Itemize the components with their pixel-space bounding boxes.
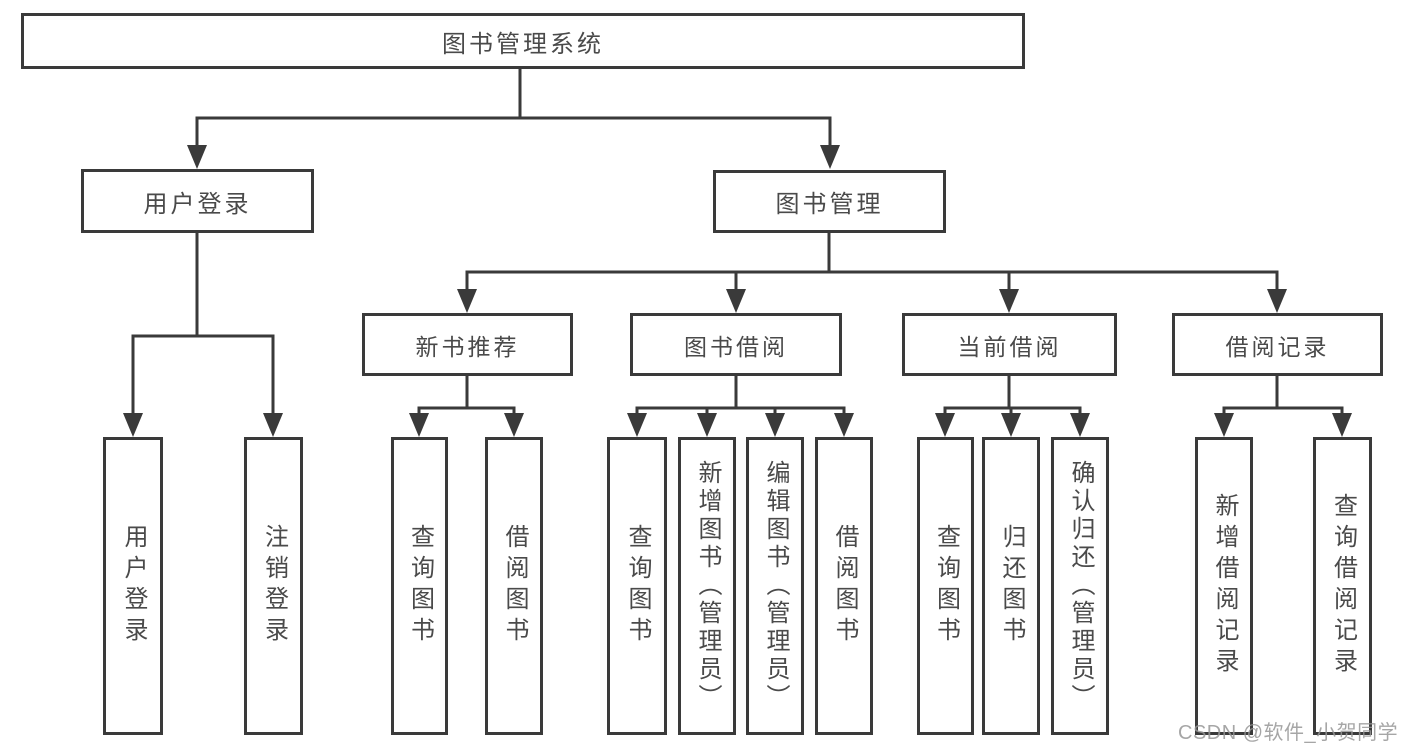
node-borrow-records: 借阅记录 — [1172, 313, 1383, 376]
node-label: 用户登录 — [143, 190, 252, 218]
connector-new-book-recommend — [409, 376, 524, 437]
leaf-label: 查询图书 — [624, 524, 651, 648]
node-label: 借阅记录 — [1225, 333, 1330, 360]
leaf-query-books-recommend: 查询图书 — [391, 437, 448, 735]
leaf-label: 用户登录 — [120, 524, 147, 648]
node-current-borrow: 当前借阅 — [902, 313, 1117, 376]
leaf-label: 查询图书 — [406, 524, 434, 648]
leaf-return-books: 归还图书 — [982, 437, 1040, 735]
node-label: 当前借阅 — [957, 333, 1062, 360]
leaf-label: 归还图书 — [998, 524, 1025, 648]
leaf-query-books-current: 查询图书 — [917, 437, 974, 735]
node-book-management: 图书管理 — [713, 170, 946, 233]
arrow-head — [765, 413, 785, 437]
arrow-head — [263, 413, 283, 437]
leaf-add-books-admin: 新增图书（管理员） — [678, 437, 736, 735]
leaf-query-borrow-record: 查询借阅记录 — [1313, 437, 1372, 735]
arrow-head — [834, 413, 854, 437]
arrow-head — [1001, 413, 1021, 437]
node-book-borrow: 图书借阅 — [630, 313, 842, 376]
arrow-head — [1332, 413, 1352, 437]
node-library-system: 图书管理系统 — [21, 13, 1025, 69]
arrow-head — [187, 145, 207, 169]
arrow-head — [1214, 413, 1234, 437]
arrow-head — [820, 145, 840, 169]
leaf-label: 新增借阅记录 — [1211, 493, 1238, 679]
leaf-label: 查询图书 — [932, 524, 960, 648]
arrow-head — [935, 413, 955, 437]
leaf-label: 查询借阅记录 — [1329, 493, 1357, 679]
connector-book-management — [457, 233, 1287, 313]
arrow-head — [457, 289, 477, 313]
leaf-query-books-borrow: 查询图书 — [607, 437, 667, 735]
arrow-head — [1267, 289, 1287, 313]
node-new-book-recommend: 新书推荐 — [362, 313, 573, 376]
node-label: 图书管理 — [775, 191, 884, 218]
arrow-head — [726, 289, 746, 313]
leaf-label: 借阅图书 — [501, 524, 528, 648]
leaf-edit-books-admin: 编辑图书（管理员） — [746, 437, 804, 735]
csdn-watermark: CSDN @软件_小贺同学 — [1178, 722, 1399, 744]
connector-root — [187, 69, 840, 169]
arrow-head — [697, 413, 717, 437]
arrow-head — [627, 413, 647, 437]
leaf-logout: 注销登录 — [244, 437, 303, 735]
connector-current-borrow — [935, 376, 1090, 437]
connector-book-borrow — [627, 376, 854, 437]
leaf-confirm-return-admin: 确认归还（管理员） — [1051, 437, 1109, 735]
leaf-label: 确认归还（管理员） — [1067, 460, 1094, 712]
arrow-head — [409, 413, 429, 437]
arrow-head — [1070, 413, 1090, 437]
leaf-borrow-books-recommend: 借阅图书 — [485, 437, 543, 735]
arrow-head — [123, 413, 143, 437]
leaf-label: 编辑图书（管理员） — [762, 460, 789, 712]
leaf-label: 借阅图书 — [831, 524, 858, 648]
connector-borrow-records — [1214, 376, 1352, 437]
node-user-login: 用户登录 — [81, 169, 314, 233]
leaf-label: 新增图书（管理员） — [694, 460, 721, 712]
leaf-label: 注销登录 — [260, 524, 288, 648]
node-label: 图书管理系统 — [442, 30, 604, 58]
leaf-borrow-books: 借阅图书 — [815, 437, 873, 735]
connector-user-login — [123, 233, 283, 437]
arrow-head — [504, 413, 524, 437]
node-label: 图书借阅 — [684, 333, 788, 360]
leaf-add-borrow-record: 新增借阅记录 — [1195, 437, 1253, 735]
node-label: 新书推荐 — [415, 333, 520, 360]
leaf-user-login: 用户登录 — [103, 437, 163, 735]
arrow-head — [999, 289, 1019, 313]
